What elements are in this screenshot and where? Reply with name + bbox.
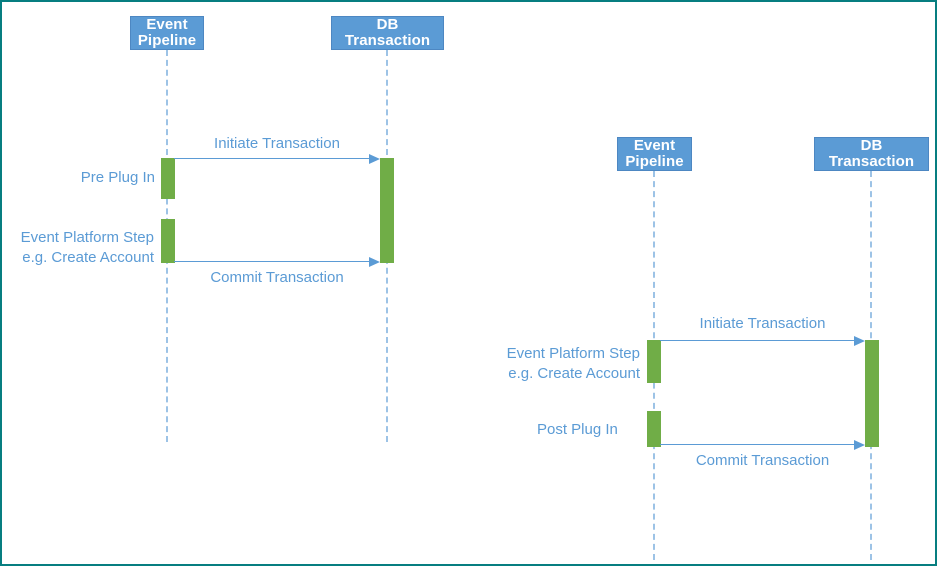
activation-bar-post-plugin bbox=[647, 411, 661, 447]
arrowhead-icon bbox=[369, 257, 380, 267]
step-label-line2: e.g. Create Account bbox=[22, 249, 154, 266]
arrowhead-icon bbox=[854, 336, 865, 346]
arrowhead-icon bbox=[854, 440, 865, 450]
step-label-line1: Event Platform Step bbox=[20, 229, 154, 246]
actor-label-line1: DB bbox=[376, 16, 399, 33]
arrow-shaft bbox=[660, 340, 856, 341]
actor-label-line2: Pipeline bbox=[625, 153, 684, 170]
actor-label-line1: Event bbox=[146, 16, 188, 33]
step-label-platform-step: Event Platform Step e.g. Create Account bbox=[482, 344, 640, 384]
step-label-line1: Event Platform Step bbox=[506, 345, 640, 362]
actor-event-pipeline: Event Pipeline bbox=[617, 137, 692, 171]
actor-db-transaction: DB Transaction bbox=[331, 16, 444, 50]
activation-bar-platform-step bbox=[161, 219, 175, 263]
message-arrow-initiate bbox=[174, 154, 380, 164]
step-label-post-plugin: Post Plug In bbox=[537, 421, 618, 438]
arrowhead-icon bbox=[369, 154, 380, 164]
arrow-shaft bbox=[174, 158, 371, 159]
message-arrow-initiate bbox=[660, 336, 865, 346]
activation-bar-platform-step bbox=[647, 340, 661, 383]
actor-label-line2: Pipeline bbox=[137, 32, 197, 49]
actor-event-pipeline: Event Pipeline bbox=[130, 16, 204, 50]
message-arrow-commit bbox=[174, 257, 380, 267]
arrow-shaft bbox=[174, 261, 371, 262]
message-arrow-commit bbox=[660, 440, 865, 450]
step-label-pre-plugin: Pre Plug In bbox=[80, 169, 155, 186]
activation-bar-db-transaction bbox=[865, 340, 879, 447]
arrow-shaft bbox=[660, 444, 856, 445]
message-label-commit: Commit Transaction bbox=[695, 452, 830, 469]
step-label-line2: e.g. Create Account bbox=[508, 365, 640, 382]
message-label-initiate: Initiate Transaction bbox=[214, 135, 340, 152]
actor-label-line2: Transaction bbox=[828, 153, 915, 170]
actor-db-transaction: DB Transaction bbox=[814, 137, 929, 171]
message-label-commit: Commit Transaction bbox=[210, 269, 344, 286]
actor-label-line2: Transaction bbox=[344, 32, 431, 49]
activation-bar-db-transaction bbox=[380, 158, 394, 263]
actor-label-line1: DB bbox=[860, 137, 883, 154]
step-label-platform-step: Event Platform Step e.g. Create Account bbox=[2, 228, 154, 268]
actor-label-line1: Event bbox=[633, 137, 676, 154]
message-label-initiate: Initiate Transaction bbox=[699, 315, 826, 332]
activation-bar-pre-plugin bbox=[161, 158, 175, 199]
